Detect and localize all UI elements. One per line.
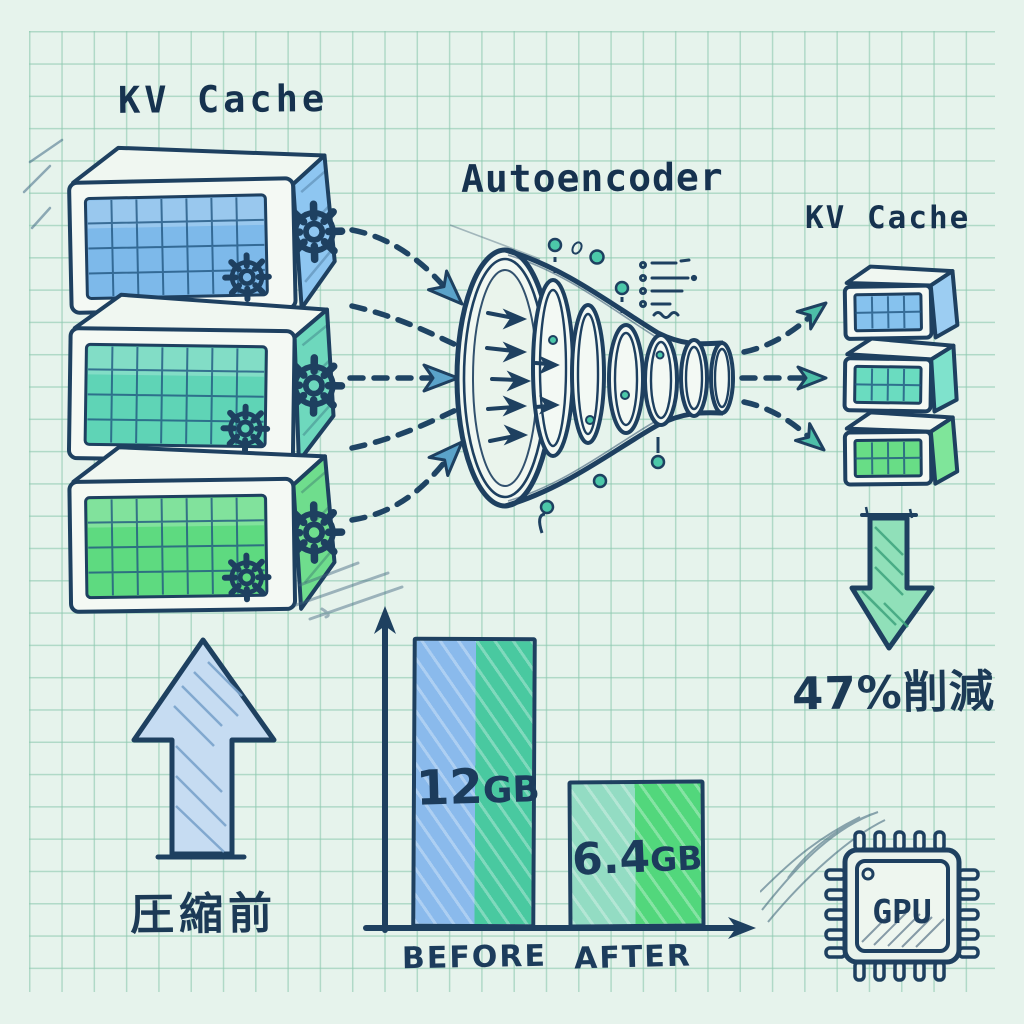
kv-cache-block-teal	[66, 292, 360, 464]
kv-cache-block-green	[67, 445, 360, 614]
kv-cache-small-blue	[842, 264, 960, 341]
kv-cache-block-blue	[67, 145, 360, 315]
pencil-scribble	[22, 138, 64, 230]
kv-cache-small-green	[842, 410, 960, 487]
before-compression-label: 圧縮前	[129, 888, 278, 941]
funnel-icon	[449, 224, 735, 534]
shadow-scribble	[294, 561, 404, 621]
up-arrow-icon	[131, 637, 277, 860]
y-axis-arrowhead	[374, 606, 396, 634]
inflow-arrows	[485, 308, 560, 446]
gpu-label: GPU	[872, 892, 932, 931]
memory-bar-chart: 12GB 6.4GB BEFORE AFTER	[352, 592, 767, 997]
kv-cache-title-right: KV Cache	[805, 200, 971, 236]
gpu-chip-icon: GPU	[760, 811, 980, 982]
pencil-scribble	[760, 811, 886, 923]
latent-dots	[538, 237, 666, 534]
kv-cache-small-teal	[842, 336, 959, 414]
x-label-after: AFTER	[573, 938, 693, 977]
bar-after-value: 6.4GB	[571, 831, 704, 886]
x-label-before: BEFORE	[401, 938, 548, 977]
funnel-rings	[531, 278, 735, 458]
x-axis-arrowhead	[728, 917, 756, 939]
down-arrow-icon	[849, 506, 935, 651]
bar-after: 6.4GB	[567, 779, 706, 929]
reduction-label: 47%削減	[791, 664, 996, 721]
code-lines-icon	[639, 258, 698, 319]
bar-before-value: 12GB	[415, 758, 541, 817]
pencil-line	[449, 224, 541, 260]
bar-before: 12GB	[411, 636, 541, 929]
chart-axes	[363, 606, 756, 939]
